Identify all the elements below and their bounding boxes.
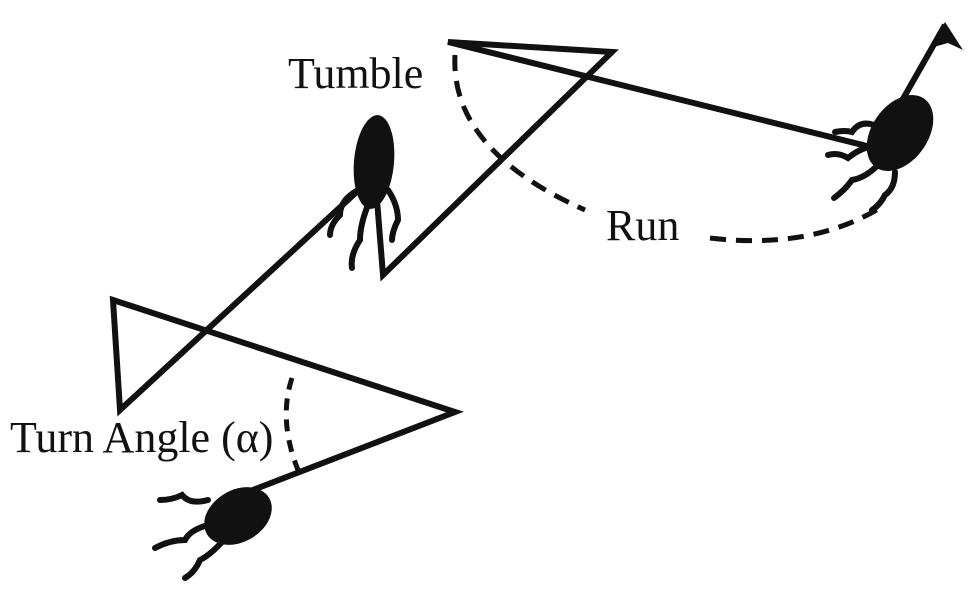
turn-angle-arc xyxy=(283,377,301,471)
bacterium-icon xyxy=(825,95,934,213)
tumble-label: Tumble xyxy=(288,49,424,98)
run-arc-tail xyxy=(709,205,882,244)
bacterium-icon xyxy=(327,115,402,271)
arrow-icon xyxy=(930,22,963,50)
bacterium-icon xyxy=(152,487,272,581)
turn-angle-label: Turn Angle (α) xyxy=(10,413,274,462)
run-arc xyxy=(452,54,587,213)
trajectory-path xyxy=(109,23,948,498)
run-label: Run xyxy=(606,201,680,250)
